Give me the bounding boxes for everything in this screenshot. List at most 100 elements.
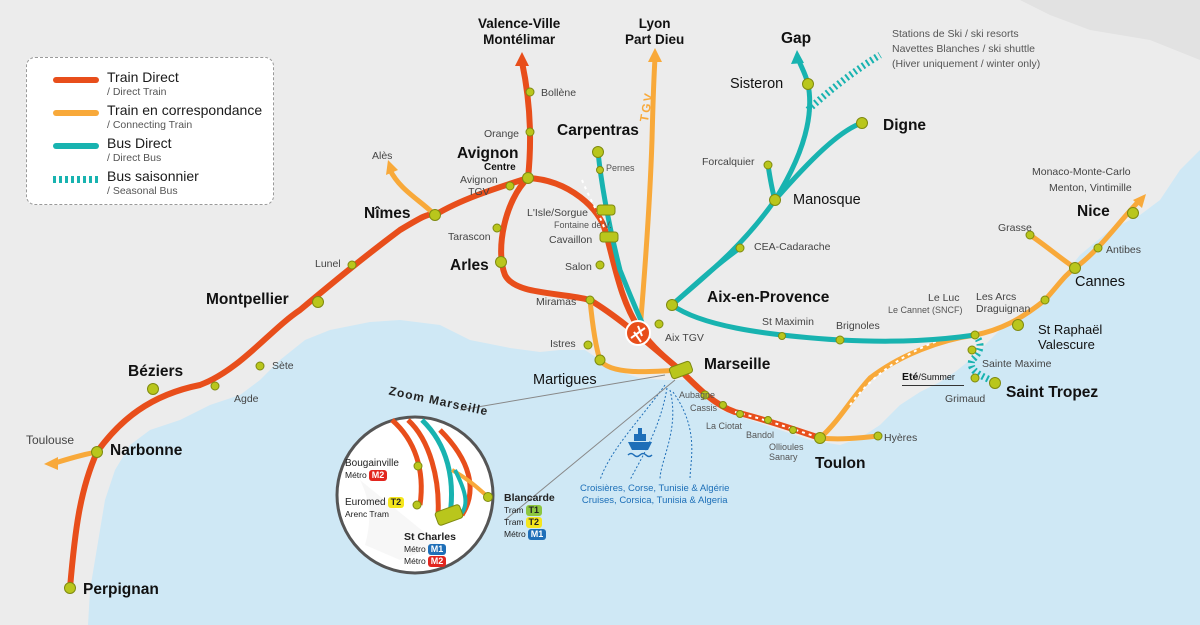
bus-manosque-digne	[772, 120, 865, 203]
station-aix-tgv	[654, 319, 664, 329]
station-arles	[495, 256, 507, 268]
legend-swatch-bus-direct	[53, 143, 99, 149]
legend-label: Train Direct	[107, 69, 179, 85]
label-aix: Aix-en-Provence	[707, 289, 830, 306]
legend-swatch-train-direct	[53, 77, 99, 83]
label-grimaud: Grimaud	[945, 393, 986, 405]
station-agde	[210, 381, 220, 391]
zoom-blancarde-label: Blancarde	[504, 492, 555, 504]
station-montpellier	[312, 296, 324, 308]
station-sisteron	[802, 78, 814, 90]
label-sete: Sète	[272, 360, 294, 372]
station-bollene	[525, 87, 535, 97]
label-part-dieu: Part Dieu	[625, 31, 685, 47]
label-valence-line1: Valence-Ville	[478, 16, 561, 31]
zoom-bougainville-metro: Métro	[345, 470, 367, 480]
station-aix	[666, 299, 678, 311]
label-miramas: Miramas	[536, 296, 577, 308]
train-conn-dash-overlay	[849, 339, 941, 406]
label-menton: Menton, Vintimille	[1049, 182, 1132, 194]
legend-label: Train en correspondance	[107, 102, 263, 118]
legend-label: Bus saisonnier	[107, 168, 199, 184]
zoom-st-charles-label: St Charles	[404, 531, 456, 543]
station-stmaximin	[778, 332, 786, 340]
station-bandol	[764, 416, 772, 424]
label-nice: Nice	[1077, 203, 1110, 220]
bus-carpentras-aix	[595, 149, 651, 338]
label-fontaine: Fontaine de V.	[554, 220, 612, 230]
station-cannes	[1069, 262, 1081, 274]
train-direct-nimes-avignon	[432, 175, 531, 218]
arrow-valence	[515, 52, 529, 66]
tram-t2-badge: T2	[525, 517, 543, 528]
label-martigues: Martigues	[533, 372, 597, 388]
label-lyon-line1: Lyon	[638, 16, 671, 31]
label-aix-tgv: Aix TGV	[665, 332, 704, 344]
zoom-st-charles-metro2: Métro	[404, 556, 426, 566]
station-lecannet	[970, 330, 980, 340]
label-ales: Alès	[372, 150, 393, 162]
station-martigues	[594, 354, 606, 366]
train-conn-toulon-nice	[817, 197, 1143, 441]
label-sisteron: Sisteron	[730, 76, 784, 92]
label-lisle: L'Isle/Sorgue	[527, 207, 588, 219]
arrow-gap	[791, 50, 804, 64]
train-dash-carpentras	[581, 179, 606, 231]
label-bollene: Bollène	[541, 87, 577, 99]
station-narbonne	[91, 446, 103, 458]
zoom-connector-top	[459, 374, 666, 411]
station-marseille	[668, 360, 694, 380]
label-aubagne: Aubagne	[679, 390, 716, 400]
label-carpentras: Carpentras	[557, 122, 639, 139]
label-marseille: Marseille	[704, 356, 771, 373]
label-saint-tropez: Saint Tropez	[1006, 384, 1099, 401]
legend: Train Direct / Direct Train Train en cor…	[26, 57, 274, 205]
label-la-ciotat: La Ciotat	[706, 421, 743, 431]
legend-swatch-train-connecting	[53, 110, 99, 116]
zoom-marseille	[335, 415, 495, 575]
station-istres	[583, 340, 593, 350]
metro-m1-badge: M1	[527, 529, 547, 540]
zoom-arenc-label: Arenc Tram	[345, 509, 389, 519]
station-nimes	[429, 209, 441, 221]
legend-item-train-connecting: Train en correspondance / Connecting Tra…	[53, 101, 273, 131]
station-sete	[255, 361, 265, 371]
train-direct-valence-avignon	[519, 59, 533, 181]
ete-arrow	[902, 385, 964, 386]
label-les-arcs-2: Draguignan	[976, 303, 1031, 316]
label-ollioules-2: Sanary	[769, 452, 798, 463]
label-beziers: Béziers	[128, 363, 184, 380]
land-relief	[1020, 0, 1200, 60]
label-cea: CEA-Cadarache	[754, 241, 831, 253]
cruise-note: Croisières, Corse, Tunisie & Algérie Cru…	[580, 483, 729, 508]
label-nimes: Nîmes	[364, 205, 411, 222]
label-agde: Agde	[234, 393, 259, 405]
arrow-lyon	[648, 48, 662, 62]
legend-sublabel: / Direct Train	[107, 86, 167, 98]
station-carpentras	[592, 146, 604, 158]
label-cavaillon: Cavaillon	[549, 234, 593, 246]
label-ete: Eté/Summer	[902, 371, 955, 383]
label-gap: Gap	[781, 30, 812, 47]
station-manosque	[769, 194, 781, 206]
zoom-bougainville-label: Bougainville	[345, 458, 399, 469]
station-orange	[525, 127, 535, 137]
label-toulouse: Toulouse	[26, 433, 75, 447]
label-ete-en: /Summer	[918, 372, 955, 382]
label-narbonne: Narbonne	[110, 442, 183, 459]
cruise-ship-icon	[627, 428, 653, 458]
arrow-nice	[1133, 194, 1146, 208]
label-avignon-tgv-2: TGV	[468, 186, 490, 199]
station-tarascon	[492, 223, 502, 233]
label-monaco: Monaco-Monte-Carlo	[1032, 166, 1131, 178]
legend-sublabel: / Seasonal Bus	[107, 185, 178, 197]
station-miramas	[585, 295, 595, 305]
station-saint-tropez	[989, 377, 1001, 389]
